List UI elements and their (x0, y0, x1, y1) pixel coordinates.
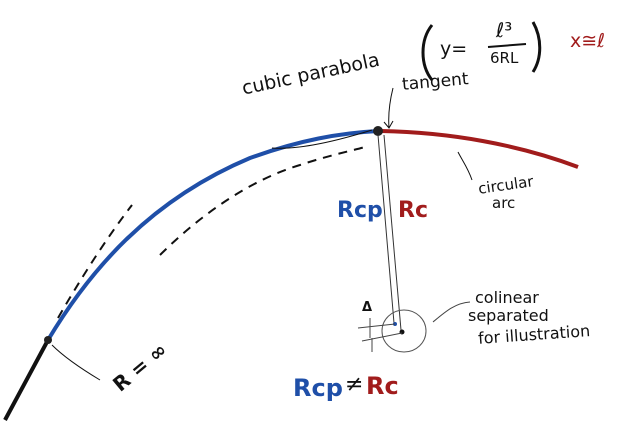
equation-numerator: ℓ³ (496, 18, 513, 42)
tangent-point (373, 126, 383, 136)
arc-label: arc (492, 194, 516, 212)
fraction-bar (487, 43, 527, 48)
start-point (44, 336, 52, 344)
circular-arc-curve (377, 129, 579, 169)
arrow-circular (457, 151, 473, 181)
delta-label: Δ (362, 300, 373, 315)
radius-line-rcp (377, 134, 395, 324)
rcp-label: Rcp (337, 198, 383, 223)
equation-denominator: 6RL (490, 49, 519, 67)
note-colinear: colinear (475, 288, 539, 307)
approx-label: x≅ℓ (570, 30, 606, 52)
inequality-sign: ≠ (345, 372, 364, 397)
cubic-parabola-curve (46, 129, 379, 342)
arrow-tangent (383, 87, 394, 129)
dashed-curve-lower (159, 146, 366, 256)
zoom-circle (381, 309, 427, 353)
inequality-rc: Rc (366, 372, 399, 400)
radius-line-rc (383, 134, 402, 331)
pointer-line (432, 301, 471, 323)
note-separated: separated (468, 306, 549, 325)
dashed-curve-upper (57, 204, 133, 319)
arrow-cubic (271, 129, 373, 149)
rc-label: Rc (398, 198, 428, 223)
offset-ticks (357, 318, 403, 352)
arrow-r-infinity (51, 344, 101, 381)
equation-paren-left (421, 24, 434, 81)
inequality-rcp: Rcp (293, 374, 343, 402)
tangent-line-black (3, 339, 50, 421)
equation-lhs: y= (440, 38, 468, 60)
equation-paren-right (531, 21, 542, 73)
